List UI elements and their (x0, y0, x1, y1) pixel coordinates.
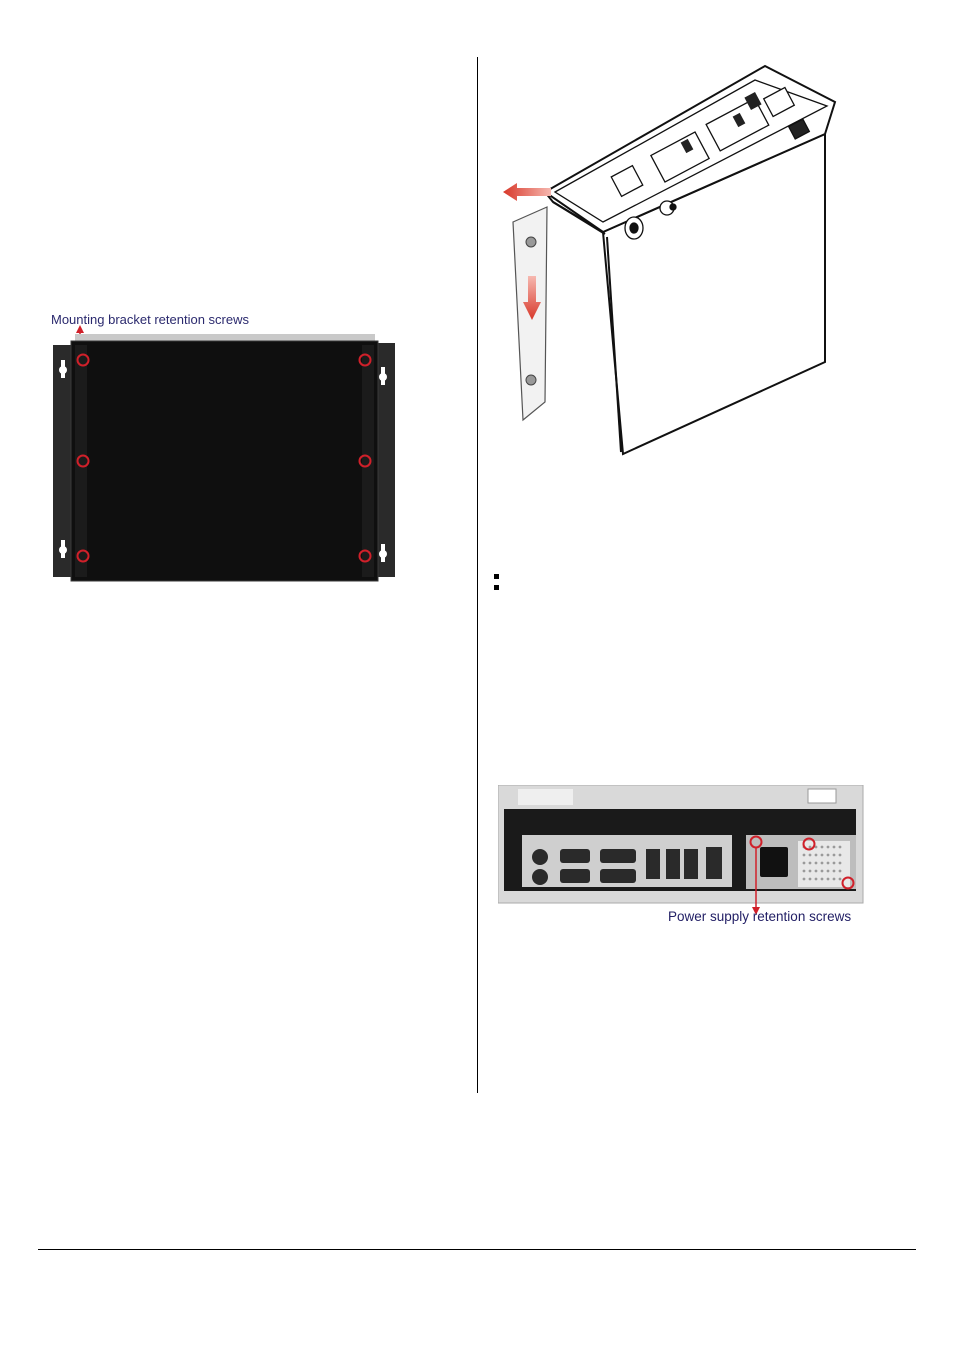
power-supply-caption: Power supply retention screws (668, 909, 852, 924)
power-supply-figure: Power supply retention screws (498, 785, 868, 930)
mounting-bracket-caption: Mounting bracket retention screws (51, 312, 249, 327)
side-panel-figure (495, 62, 855, 462)
mounting-bracket-image (53, 325, 395, 582)
column-divider (477, 57, 478, 1093)
footer-rule (38, 1249, 916, 1250)
mounting-bracket-figure: Mounting bracket retention screws (45, 305, 405, 595)
bullet-square (494, 585, 499, 590)
bullet-square (494, 574, 499, 579)
chassis-line-drawing (503, 64, 837, 456)
rear-panel-photo (498, 785, 864, 915)
